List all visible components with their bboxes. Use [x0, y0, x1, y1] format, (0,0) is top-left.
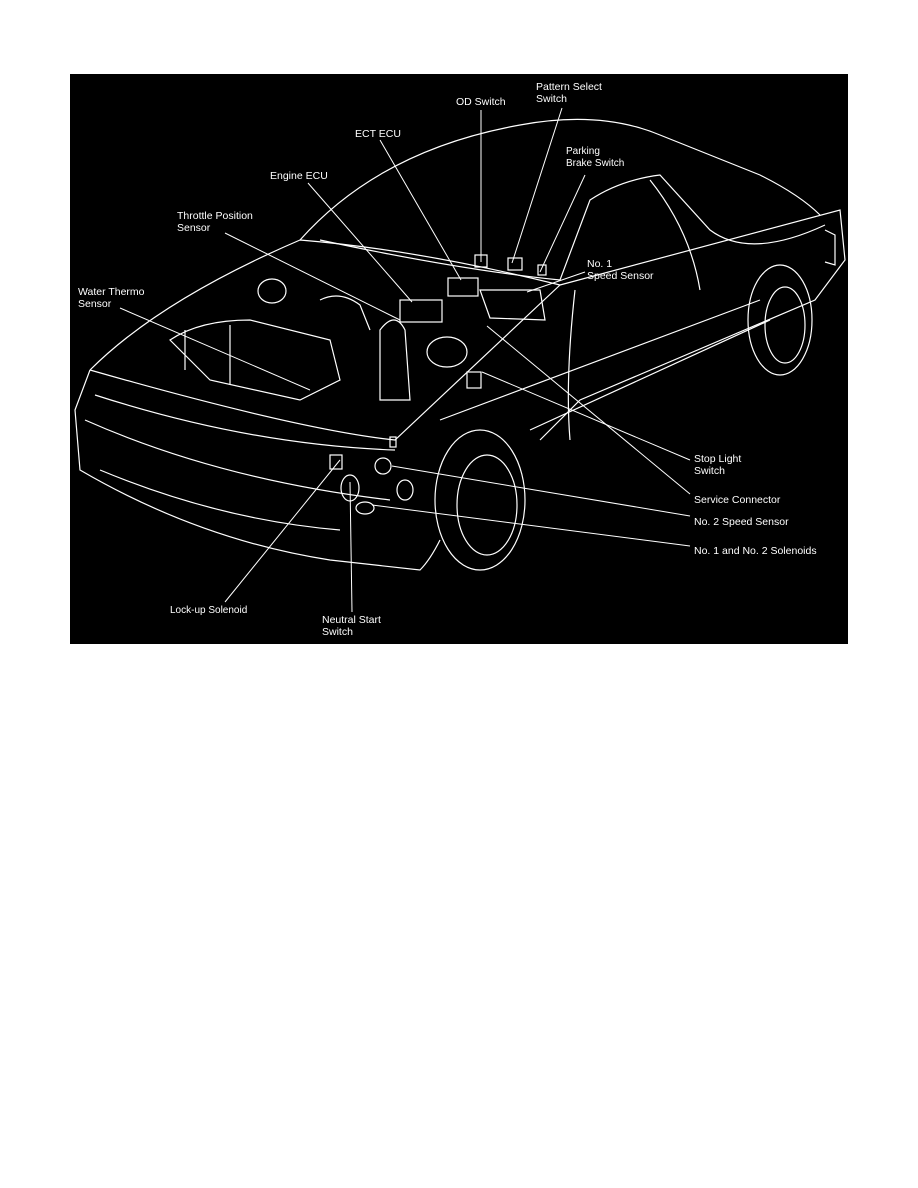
leader-throttle [224, 232, 401, 321]
car-windshield [319, 174, 826, 281]
leader-engine-ecu [307, 182, 413, 303]
label-solenoids: No. 1 and No. 2 Solenoids [694, 545, 817, 557]
car-hood [89, 239, 562, 441]
car-roof [299, 118, 821, 241]
label-line: Speed Sensor [587, 270, 654, 282]
label-line: No. 1 [587, 258, 613, 270]
engine-ecu-box [399, 299, 443, 323]
leader-stop-light [481, 371, 691, 461]
leader-pattern-select [511, 107, 563, 264]
ect-ecu-box [447, 277, 479, 297]
leader-solenoids [371, 504, 691, 547]
rear-bumper [824, 229, 836, 266]
label-od-switch: OD Switch [456, 96, 506, 108]
label-line: Throttle Position [177, 210, 253, 222]
label-line: Stop Light [694, 453, 742, 465]
label-line: Sensor [78, 298, 112, 310]
label-line: Parking [566, 146, 600, 157]
leader-service-connector [486, 325, 691, 495]
label-line: Switch [536, 93, 567, 105]
leader-lockup [224, 459, 341, 603]
leader-lines [119, 107, 691, 613]
leader-water-thermo [119, 307, 311, 391]
leader-no2-speed [391, 465, 691, 517]
label-line: Sensor [177, 222, 211, 234]
leader-no1-speed [526, 271, 586, 293]
rear-wheel [747, 264, 813, 376]
label-line: Switch [322, 626, 353, 638]
label-no2-speed-sensor: No. 2 Speed Sensor [694, 516, 789, 528]
label-line: Switch [694, 465, 725, 477]
label-lockup-solenoid: Lock-up Solenoid [170, 605, 248, 616]
ecu-bracket [479, 289, 546, 321]
leader-parking-brake [539, 174, 586, 273]
label-service-connector: Service Connector [694, 494, 781, 506]
label-line: Brake Switch [566, 158, 625, 169]
car-illustration [74, 107, 846, 613]
label-line: Neutral Start [322, 614, 381, 626]
rear-window [649, 179, 701, 291]
label-engine-ecu: Engine ECU [270, 170, 328, 182]
door-line [567, 289, 576, 441]
car-side [539, 209, 846, 441]
label-line: Water Thermo [78, 286, 145, 298]
leader-neutral-start [349, 481, 353, 613]
leader-ect-ecu [379, 139, 462, 281]
label-ect-ecu: ECT ECU [355, 128, 401, 140]
label-line: Pattern Select [536, 81, 602, 93]
front-wheel [434, 429, 526, 571]
